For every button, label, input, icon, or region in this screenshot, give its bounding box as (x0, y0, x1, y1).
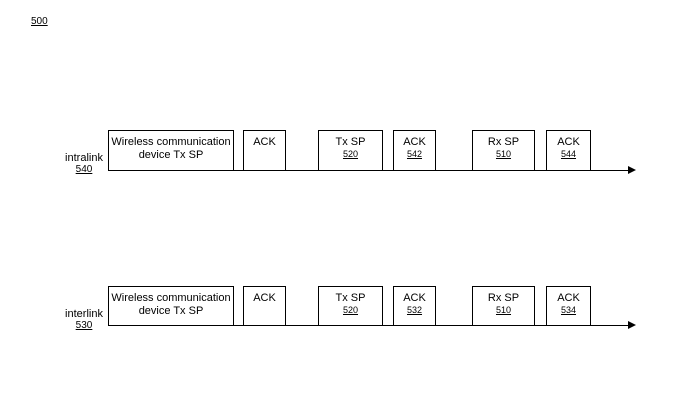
block-label: ACK (253, 136, 276, 148)
arrowhead-icon (628, 166, 636, 174)
block-ref: 520 (342, 149, 359, 159)
block-label: Rx SP (487, 136, 520, 148)
block-ref: 542 (406, 149, 423, 159)
ack-block: ACK 544 (546, 130, 591, 171)
ack-block: ACK 532 (393, 286, 436, 326)
block-label: ACK (253, 292, 276, 304)
block-ref: 534 (560, 305, 577, 315)
lane-label-interlink: interlink 530 (62, 308, 106, 332)
block-ref: 544 (560, 149, 577, 159)
lane-label-intralink: intralink 540 (62, 152, 106, 176)
interlink-lane: interlink 530 Wireless communication dev… (0, 286, 682, 346)
block-ref: 520 (342, 305, 359, 315)
ack-block: ACK (243, 286, 286, 326)
intralink-lane: intralink 540 Wireless communication dev… (0, 130, 682, 190)
block-ref: 510 (495, 305, 512, 315)
rx-sp-block: Rx SP 510 (472, 286, 535, 326)
lane-ref: 540 (75, 164, 93, 175)
block-label: Wireless communication device Tx SP (111, 136, 231, 161)
lane-name: interlink (65, 308, 103, 320)
tx-sp-block: Tx SP 520 (318, 130, 383, 171)
device-tx-sp-block: Wireless communication device Tx SP (108, 130, 234, 171)
block-label: Rx SP (487, 292, 520, 304)
ack-block: ACK (243, 130, 286, 171)
tx-sp-block: Tx SP 520 (318, 286, 383, 326)
block-label: ACK (557, 292, 580, 304)
block-label: ACK (557, 136, 580, 148)
arrowhead-icon (628, 321, 636, 329)
figure-number: 500 (31, 16, 48, 27)
block-label: Tx SP (335, 292, 366, 304)
rx-sp-block: Rx SP 510 (472, 130, 535, 171)
block-ref: 510 (495, 149, 512, 159)
ack-block: ACK 542 (393, 130, 436, 171)
lane-ref: 530 (75, 320, 93, 331)
block-label: ACK (403, 136, 426, 148)
ack-block: ACK 534 (546, 286, 591, 326)
block-label: Tx SP (335, 136, 366, 148)
block-ref: 532 (406, 305, 423, 315)
block-label: Wireless communication device Tx SP (111, 292, 231, 317)
block-label: ACK (403, 292, 426, 304)
lane-name: intralink (65, 152, 103, 164)
device-tx-sp-block: Wireless communication device Tx SP (108, 286, 234, 326)
